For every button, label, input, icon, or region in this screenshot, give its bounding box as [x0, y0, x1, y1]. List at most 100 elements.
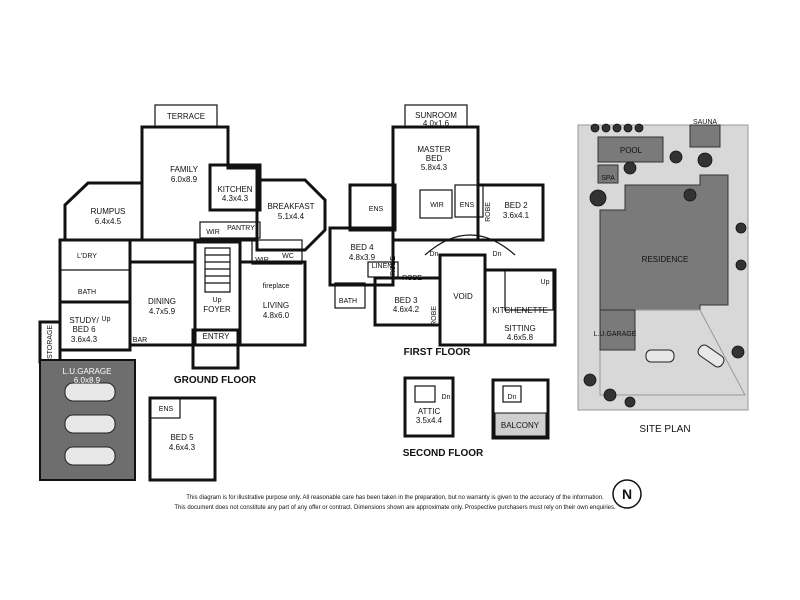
dim-bed3: 4.6x4.2 [393, 305, 420, 314]
site-trees [583, 123, 747, 408]
label-up-1: Up [541, 279, 550, 286]
tree [683, 188, 697, 202]
label-spa: SPA [601, 175, 615, 182]
label-rumpus: RUMPUS [91, 207, 126, 216]
linen-outline [367, 261, 399, 278]
tree [612, 123, 622, 133]
kitchenette-outline [504, 269, 554, 311]
tree [590, 123, 600, 133]
dim-family: 6.0x8.9 [171, 175, 198, 184]
disclaimer-line-1: This diagram is for illustrative purpose… [186, 495, 604, 501]
tree [624, 396, 636, 408]
label-dn-attic: Dn [442, 394, 451, 401]
garage-cars [64, 382, 116, 466]
balcony-block-walls [491, 378, 550, 440]
label-bed5: BED 5 [170, 433, 194, 442]
label-sauna: SAUNA [693, 119, 717, 126]
north-compass-icon: N [612, 479, 642, 509]
first-floor-plan: SUNROOM 4.0x1.6 MASTER BED 5.8x4.3 ENS W… [328, 104, 557, 358]
car-1 [64, 382, 116, 402]
label-kitchenette: KITCHENETTE [492, 306, 548, 315]
label-ens-bed5: ENS [159, 406, 174, 413]
tree [731, 345, 745, 359]
label-master-2: BED [426, 154, 443, 163]
tree [583, 373, 597, 387]
label-laundry: L'DRY [77, 253, 97, 260]
site-garage-shape [599, 309, 636, 351]
label-dn-2: Dn [493, 251, 502, 258]
label-up-ground: Up [213, 297, 222, 304]
balcony-area [494, 412, 547, 437]
dim-dining: 4.7x5.9 [149, 307, 176, 316]
label-foyer: FOYER [203, 305, 231, 314]
label-robe-2: ROBE [390, 256, 397, 276]
dim-kitchen: 4.3x4.3 [222, 194, 249, 203]
pool-shape [597, 136, 664, 163]
label-pool: POOL [620, 146, 643, 155]
label-attic: ATTIC [418, 407, 441, 416]
label-breakfast: BREAKFAST [267, 202, 314, 211]
bed4-walls [328, 226, 395, 287]
label-sitting: SITTING [504, 324, 536, 333]
label-fireplace: fireplace [263, 283, 290, 290]
car-2 [64, 414, 116, 434]
label-dining: DINING [148, 297, 176, 306]
dim-bed4: 4.8x3.9 [349, 253, 376, 262]
rumpus-walls [63, 181, 144, 242]
label-garage: L.U.GARAGE [63, 367, 112, 376]
site-car-1 [645, 349, 675, 363]
label-residence: RESIDENCE [642, 255, 689, 264]
spa-shape [597, 164, 619, 184]
label-study-2: BED 6 [72, 325, 96, 334]
title-ground-floor: GROUND FLOOR [174, 375, 257, 386]
dim-bed2: 3.6x4.1 [503, 211, 530, 220]
tree [589, 189, 607, 207]
tree [601, 123, 611, 133]
tree [669, 150, 683, 164]
label-linen: LINEN [372, 263, 393, 270]
label-pantry: PANTRY [227, 225, 255, 232]
ground-floor-plan: TERRACE FAMILY 6.0x8.9 KITCHEN 4.3x4.3 B… [38, 104, 327, 482]
dim-breakfast: 5.1x4.4 [278, 212, 305, 221]
tree [735, 259, 747, 271]
tree [634, 123, 644, 133]
label-wir-ground: WIR [206, 229, 220, 236]
label-wir-1: WIR [430, 202, 444, 209]
label-bed2: BED 2 [504, 201, 528, 210]
sauna-shape [689, 124, 721, 148]
dim-master: 5.8x4.3 [421, 163, 448, 172]
label-bed4: BED 4 [350, 243, 374, 252]
car-3 [64, 446, 116, 466]
site-car-2 [697, 344, 725, 368]
tree [697, 152, 713, 168]
label-storage: STORAGE [47, 325, 54, 359]
label-study: STUDY/ [69, 316, 99, 325]
ground-stair [204, 247, 231, 293]
second-floor-plan: Dn ATTIC 3.5x4.4 Dn BALCONY SECOND FLOOR [403, 376, 550, 459]
label-up-ground-2: Up [102, 316, 111, 323]
compass-ring [612, 479, 642, 509]
attic-walls [403, 376, 455, 438]
ens1-walls [348, 183, 397, 232]
title-first-floor: FIRST FLOOR [404, 347, 471, 358]
compass-label: N [622, 486, 632, 502]
master-walls [391, 125, 480, 242]
title-site-plan: SITE PLAN [639, 424, 690, 435]
label-robe-4: ROBE [431, 306, 438, 326]
label-dn-1: Dn [430, 251, 439, 258]
tree [735, 222, 747, 234]
label-master: MASTER [417, 145, 451, 154]
label-ens-2: ENS [460, 202, 475, 209]
label-wc: WC [282, 253, 294, 260]
label-balcony: BALCONY [501, 421, 540, 430]
kitchen-walls [208, 163, 262, 212]
label-kitchen: KITCHEN [217, 185, 252, 194]
label-terrace: TERRACE [167, 112, 205, 121]
label-entry: ENTRY [203, 332, 231, 341]
wc-wir-block [251, 239, 303, 265]
dim-living: 4.8x6.0 [263, 311, 290, 320]
label-bath-ground: BATH [78, 289, 96, 296]
label-robe-3: ROBE [402, 275, 422, 282]
dim-sitting: 4.6x5.8 [507, 333, 534, 342]
